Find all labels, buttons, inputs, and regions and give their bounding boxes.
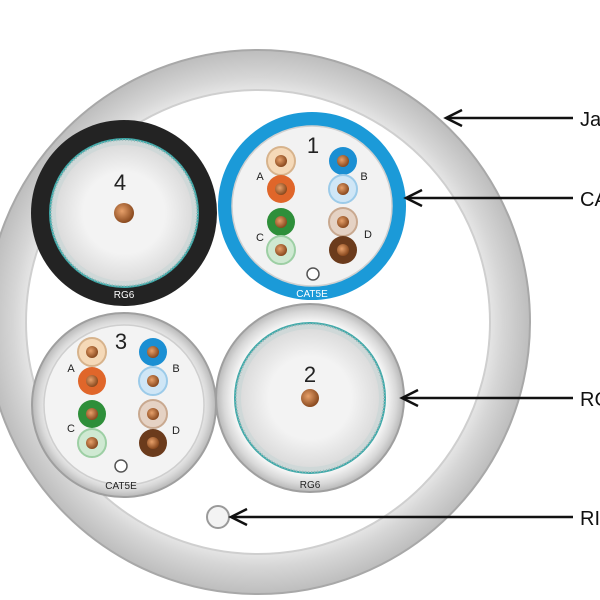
cable-type-label-4: RG6: [114, 290, 135, 301]
callout-ripcord: RI: [580, 508, 600, 530]
pair-label-d: D: [172, 425, 180, 437]
pair-label-c: C: [256, 232, 264, 244]
cable-number-4: 4: [114, 170, 126, 195]
ripcord-dot: [114, 459, 128, 473]
twisted-pair-a: A: [256, 146, 296, 203]
ripcord-dot: [306, 267, 320, 281]
cable-number-2: 2: [304, 362, 316, 387]
pair-label-d: D: [364, 229, 372, 241]
twisted-pair-b: B: [138, 338, 180, 396]
cable-type-label-1: CAT5E: [296, 289, 328, 300]
twisted-pair-b: B: [328, 147, 368, 204]
twisted-pair-a: A: [67, 337, 107, 395]
pair-label-c: C: [67, 423, 75, 435]
twisted-pair-c: C: [256, 208, 296, 265]
pair-label-b: B: [172, 363, 179, 375]
cable-type-label-3: CAT5E: [105, 481, 137, 492]
cat5e-cable-3: 3 CAT5E A B C D: [31, 312, 217, 498]
pair-label-b: B: [360, 171, 367, 183]
copper-center-conductor: [114, 203, 134, 223]
rg6-cable-4: 4 RG6: [31, 120, 217, 306]
callout-jacket: Ja: [580, 109, 600, 131]
pair-label-a: A: [256, 171, 264, 183]
callout-arrows: [228, 108, 573, 527]
ripcord: [206, 505, 230, 529]
callout-cat5e: CA: [580, 189, 600, 211]
twisted-pair-c: C: [67, 400, 107, 458]
cat5e-cable-1: 1 CAT5E A B C: [218, 112, 406, 300]
pair-label-a: A: [67, 363, 75, 375]
callout-rg6: RG: [580, 389, 600, 411]
twisted-pair-d: D: [328, 207, 372, 264]
cable-type-label-2: RG6: [300, 480, 321, 491]
twisted-pair-d: D: [138, 399, 180, 457]
cable-number-3: 3: [115, 329, 127, 354]
rg6-cable-2: 2 RG6: [215, 303, 405, 493]
copper-center-conductor: [301, 389, 319, 407]
cable-number-1: 1: [307, 133, 319, 158]
